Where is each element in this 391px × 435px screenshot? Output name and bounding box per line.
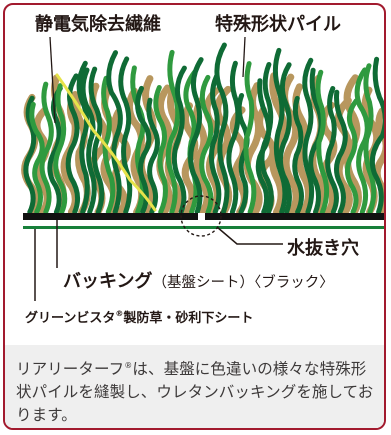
pile-blade [277,62,292,215]
weed-sheet-label: グリーンビスタ®製防草・砂利下シート [25,307,253,326]
description-caption: リアリーターフ®は、基盤に色違いの様々な特殊形状パイルを縫製し、ウレタンバッキン… [5,345,384,428]
pile-blade [269,72,288,216]
pile-blade [344,98,359,215]
pile-blade [272,47,288,215]
backing-label-sub: （基盤シート）〈ブラック〉 [152,275,334,291]
pile-blade [302,57,315,215]
pile-blade [130,65,146,215]
pile-blade [146,97,160,215]
special-pile-label: 特殊形状パイル [215,14,341,35]
pile-blade [153,85,168,215]
drain-hole-highlight [180,195,222,237]
pile-blade [369,56,384,215]
pile-blade [334,89,348,215]
caption-brand: リアリーターフ [16,360,125,378]
pile-blade [76,60,90,215]
turf-cross-section-diagram [21,36,384,301]
pile-fibers [21,42,384,216]
pile-blade [292,95,304,215]
pile-blade [80,67,97,215]
pile-blade [156,84,173,216]
backing-label: バッキング（基盤シート）〈ブラック〉 [63,267,334,293]
registered-mark: ® [124,361,133,370]
pile-blade [165,49,181,215]
pile-blade [214,42,230,215]
drain-hole-leader [216,226,283,245]
weed-sheet-layer [23,226,384,229]
pile-leader [242,36,246,78]
pile-blade [118,56,133,215]
drain-hole-label: 水抜き穴 [287,238,359,259]
drain-hole [198,213,205,220]
pile-blade [188,57,204,215]
registered-mark: ® [115,309,124,318]
pile-blade [373,107,384,216]
pile-blade [226,60,241,215]
pile-blade [199,74,214,215]
antistatic-leader [49,36,56,124]
pile-blade [88,66,105,215]
pile-blade [315,69,330,215]
product-structure-card: 静電気除去繊維 特殊形状パイル 水抜き穴 バッキング（基盤シート）〈ブラック〉 … [3,3,386,430]
antistatic-fiber-label: 静電気除去繊維 [35,14,161,35]
pile-blade [259,62,274,215]
caption-text: は、基盤に色違いの様々な特殊形状パイルを縫製し、ウレタンバッキングを施しておりま… [16,360,374,424]
weed-sheet-label-pre: グリーンビスタ [25,311,116,326]
pile-blade [325,86,339,215]
pile-blade [106,50,123,215]
weed-sheet-label-post: 製防草・砂利下シート [123,311,254,326]
pile-blade [53,83,68,215]
pile-blade [65,73,81,215]
pile-blade [39,81,54,215]
antistatic-fiber [55,73,157,212]
backing-label-main: バッキング [63,271,153,292]
pile-blade [363,63,377,215]
pile-blade [23,95,37,215]
pile-blade [171,65,187,215]
pile-blade [29,101,45,215]
pile-blade [208,73,222,215]
pile-blade [243,61,257,215]
pile-blade [135,85,152,215]
